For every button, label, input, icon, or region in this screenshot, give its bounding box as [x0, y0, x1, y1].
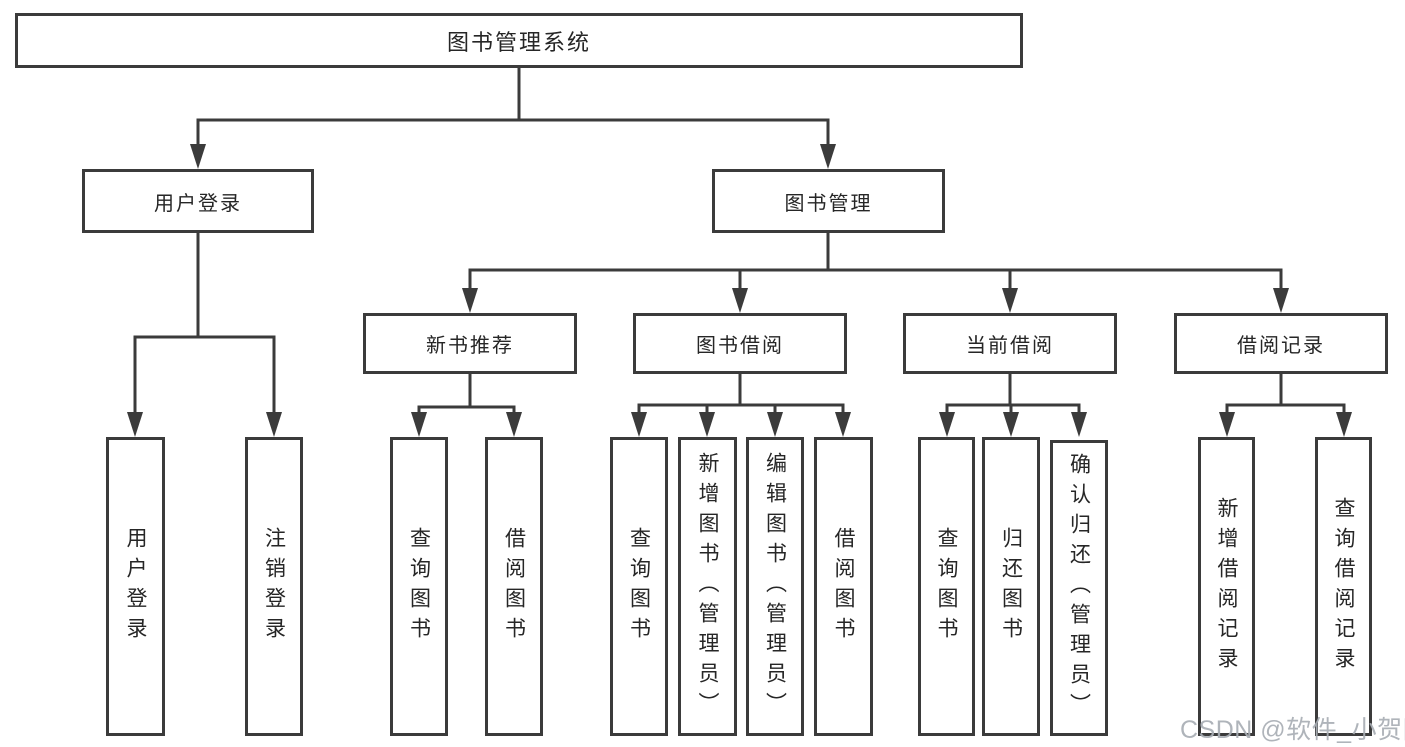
node-current-borrow: 当前借阅	[903, 313, 1117, 374]
node-label: 查询借阅记录	[1332, 496, 1355, 677]
node-book-management: 图书管理	[712, 169, 945, 233]
node-label: 用户登录	[154, 192, 242, 215]
arrow-down-icon	[732, 288, 748, 313]
leaf-return-books: 归还图书	[982, 437, 1040, 736]
arrow-down-icon	[835, 412, 851, 437]
csdn-watermark: CSDN @软件_小贺同学	[1180, 716, 1405, 744]
node-label: 查询图书	[935, 526, 958, 647]
arrow-down-icon	[767, 412, 783, 437]
arrow-down-icon	[462, 288, 478, 313]
node-label: 图书管理系统	[446, 29, 591, 55]
leaf-query-books: 查询图书	[390, 437, 448, 736]
arrow-down-icon	[939, 412, 955, 437]
leaf-user-login: 用户登录	[106, 437, 165, 736]
arrow-down-icon	[411, 412, 427, 437]
node-label: 注销登录	[262, 526, 286, 647]
arrow-down-icon	[1219, 412, 1235, 437]
arrow-down-icon	[820, 144, 836, 169]
leaf-add-books-admin: 新增图书（管理员）	[678, 437, 737, 736]
leaf-logout-login: 注销登录	[245, 437, 303, 736]
node-label: 图书管理	[784, 192, 873, 215]
arrow-down-icon	[1336, 412, 1352, 437]
arrow-down-icon	[127, 412, 143, 437]
arrow-down-icon	[1273, 288, 1289, 313]
leaf-query-books-2: 查询图书	[610, 437, 668, 736]
leaf-confirm-return-admin: 确认归还（管理员）	[1050, 440, 1108, 736]
leaf-query-borrow-record: 查询借阅记录	[1315, 437, 1372, 736]
node-book-borrow: 图书借阅	[633, 313, 847, 374]
node-label: 当前借阅	[966, 335, 1054, 357]
node-label: 借阅记录	[1237, 335, 1325, 357]
node-label: 查询图书	[627, 526, 651, 647]
node-label: 新书推荐	[426, 335, 514, 357]
leaf-add-borrow-record: 新增借阅记录	[1198, 437, 1255, 736]
arrow-down-icon	[1002, 288, 1018, 313]
node-label: 归还图书	[999, 526, 1023, 647]
node-label: 确认归还（管理员）	[1067, 453, 1091, 723]
node-label: 图书借阅	[696, 335, 784, 357]
arrow-down-icon	[190, 144, 206, 169]
node-label: 借阅图书	[832, 526, 855, 647]
node-label: 查询图书	[407, 526, 431, 647]
arrow-down-icon	[1071, 412, 1087, 437]
node-user-login: 用户登录	[82, 169, 314, 233]
node-library-system: 图书管理系统	[15, 13, 1023, 68]
node-label: 新增借阅记录	[1215, 496, 1238, 677]
arrow-down-icon	[506, 412, 522, 437]
node-new-book-recommend: 新书推荐	[363, 313, 577, 374]
node-label: 新增图书（管理员）	[696, 451, 719, 722]
arrow-down-icon	[266, 412, 282, 437]
arrow-down-icon	[631, 412, 647, 437]
arrowheads	[127, 144, 1352, 437]
arrow-down-icon	[1003, 412, 1019, 437]
leaf-borrow-books-2: 借阅图书	[814, 437, 873, 736]
node-borrow-records: 借阅记录	[1174, 313, 1388, 374]
arrow-down-icon	[699, 412, 715, 437]
leaf-borrow-books: 借阅图书	[485, 437, 543, 736]
node-label: 用户登录	[124, 526, 147, 647]
leaf-query-books-3: 查询图书	[918, 437, 975, 736]
leaf-edit-books-admin: 编辑图书（管理员）	[746, 437, 804, 736]
node-label: 借阅图书	[502, 526, 526, 647]
node-label: 编辑图书（管理员）	[763, 451, 787, 722]
